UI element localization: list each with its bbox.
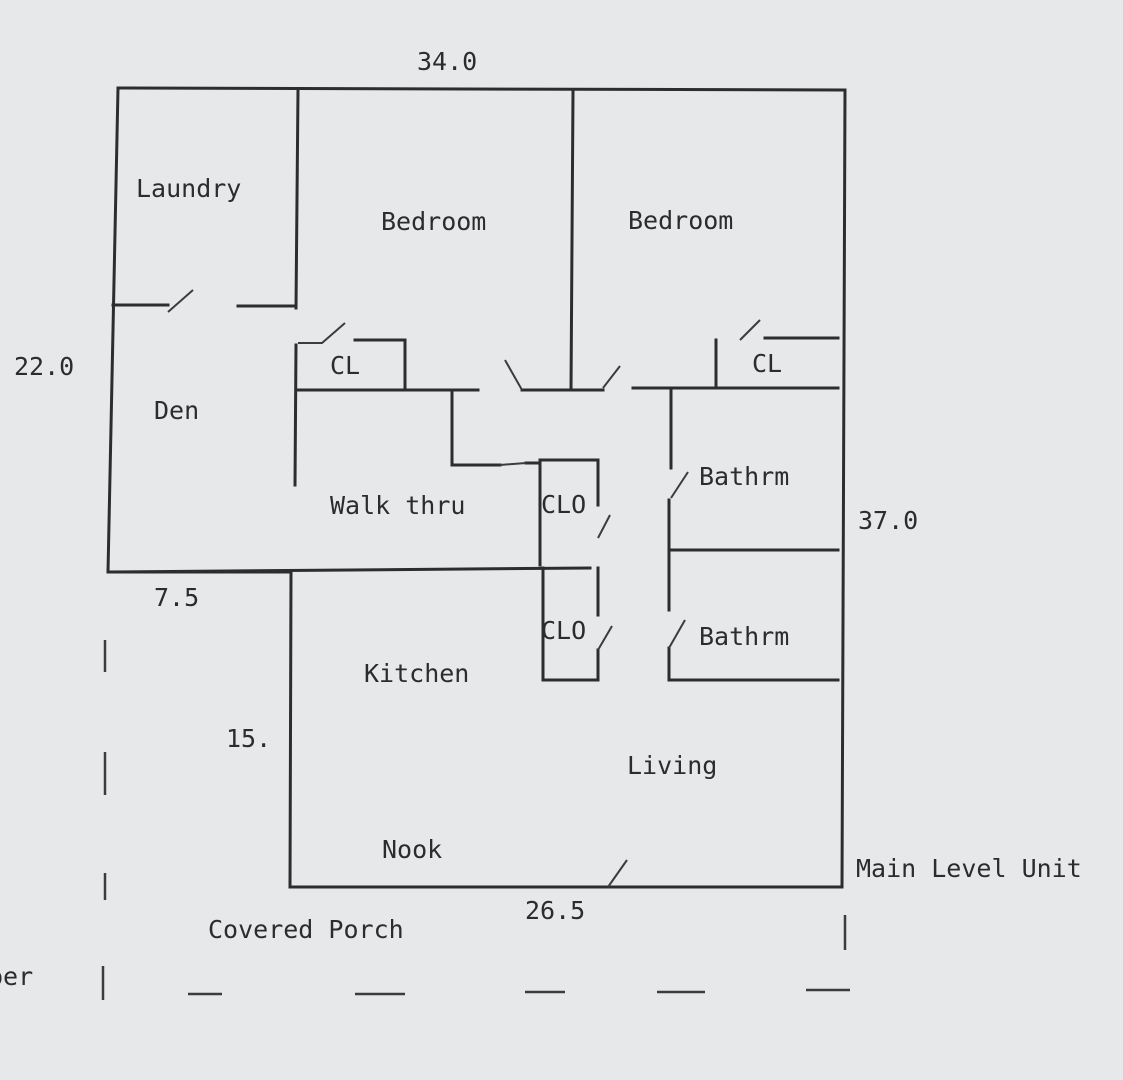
laundry-den-wall <box>111 303 298 308</box>
porch-bottom-edge <box>188 988 850 996</box>
dimension-left-height: 22.0 <box>14 352 75 381</box>
room-label-walk-thru: Walk thru <box>330 491 466 520</box>
bedroom-left-door-swing <box>504 359 523 391</box>
closet-right-box <box>714 336 840 390</box>
front-door-swing <box>607 859 628 888</box>
room-label-nook: Nook <box>382 835 443 864</box>
bath-lower-door-swing <box>668 619 686 649</box>
hall-right-wall <box>667 388 840 682</box>
porch-left-edge <box>101 640 107 1000</box>
room-label-den: Den <box>154 396 200 425</box>
dimension-bottom-width: 26.5 <box>525 896 586 925</box>
clo-upper-door-swing <box>597 514 611 539</box>
porch-outline-dashed <box>101 640 850 1000</box>
walkthru-door-line <box>499 462 527 466</box>
dimension-kitchen-height: 15. <box>226 724 272 753</box>
room-label-laundry: Laundry <box>136 174 242 203</box>
room-label-bedroom-left: Bedroom <box>381 207 487 236</box>
caption-main-level-unit: Main Level Unit <box>856 854 1082 883</box>
room-label-bedroom-right: Bedroom <box>628 206 734 235</box>
clo-lower-box <box>541 566 600 682</box>
clo-upper-box <box>524 458 600 567</box>
laundry-door-swing <box>167 289 194 313</box>
bath-upper-door-swing <box>670 471 689 499</box>
den-walkthru-floor-line <box>106 566 592 574</box>
room-label-closet-left: CL <box>330 351 361 380</box>
closet-right-door-swing <box>739 319 761 341</box>
dimension-right-height: 37.0 <box>858 506 919 535</box>
caption-cut-off-text: per <box>0 962 34 991</box>
door-swings <box>167 289 761 888</box>
room-label-living: Living <box>627 751 718 780</box>
dimension-den-width: 7.5 <box>154 583 200 612</box>
dimension-top-width: 34.0 <box>417 47 478 76</box>
closet-left-box <box>353 338 407 392</box>
room-label-closet-right: CL <box>752 349 783 378</box>
interior-walls <box>106 88 840 682</box>
room-label-bath-upper: Bathrm <box>699 462 790 491</box>
bedroom-right-door-swing <box>602 365 621 389</box>
laundry-bedroom-wall <box>293 88 300 487</box>
closet-left-door-swing <box>298 322 346 344</box>
room-label-bath-lower: Bathrm <box>699 622 790 651</box>
room-label-closet-upper: CLO <box>541 490 587 519</box>
area-label-covered-porch: Covered Porch <box>208 915 404 944</box>
bedroom-divider-wall <box>569 90 575 392</box>
walkthru-partition <box>450 388 502 467</box>
room-label-kitchen: Kitchen <box>364 659 470 688</box>
clo-lower-door-swing <box>597 625 613 651</box>
room-label-closet-lower: CLO <box>541 616 587 645</box>
